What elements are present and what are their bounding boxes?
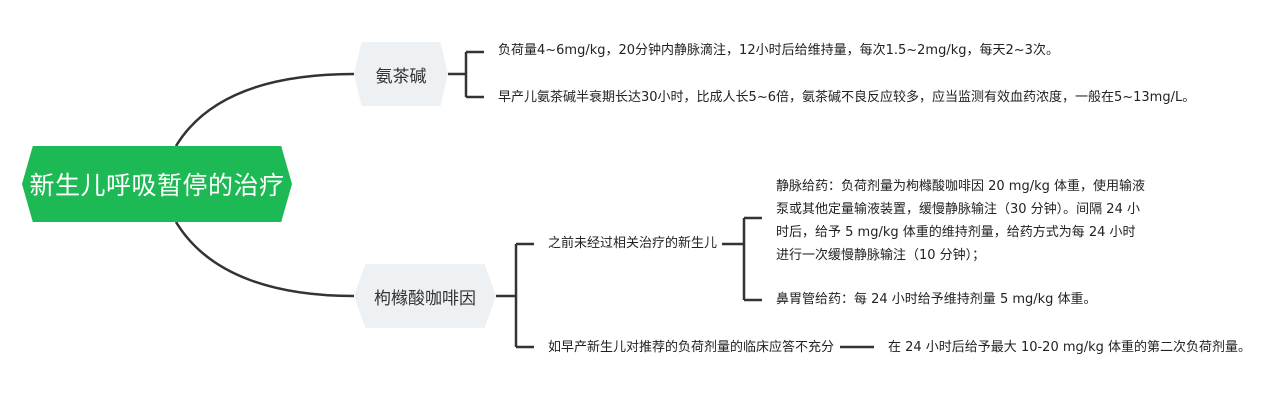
branch-caffeine-citrate[interactable]: 枸橼酸咖啡因	[354, 264, 496, 328]
root-node-label: 新生儿呼吸暂停的治疗	[29, 171, 285, 200]
branch-aminophylline-label: 氨茶碱	[375, 66, 427, 87]
aminophylline-bracket	[448, 50, 484, 99]
subgroup-untreated-label[interactable]: 之前未经过相关治疗的新生儿	[548, 236, 718, 251]
aminophylline-premature-leaf[interactable]: 早产儿氨茶碱半衰期长达30小时，比成人长5~6倍，氨茶碱不良反应较多，应当监测有…	[498, 90, 1196, 105]
root-node[interactable]: 新生儿呼吸暂停的治疗	[22, 146, 292, 222]
second-loading-dose-leaf[interactable]: 在 24 小时后给予最大 10-20 mg/kg 体重的第二次负荷剂量。	[888, 340, 1252, 355]
subgroup-inadequate-response-label[interactable]: 如早产新生儿对推荐的负荷剂量的临床应答不充分	[548, 340, 835, 355]
caffeine-bracket	[496, 242, 534, 349]
aminophylline-dose-leaf[interactable]: 负荷量4~6mg/kg，20分钟内静脉滴注，12小时后给维持量，每次1.5~2m…	[498, 43, 1059, 58]
branch-caffeine-citrate-label: 枸橼酸咖啡因	[374, 288, 476, 309]
nasogastric-administration-leaf[interactable]: 鼻胃管给药：每 24 小时给予维持剂量 5 mg/kg 体重。	[776, 292, 1097, 307]
subgroup1-bracket	[722, 216, 762, 302]
iv-administration-leaf[interactable]: 静脉给药：负荷剂量为枸橼酸咖啡因 20 mg/kg 体重，使用输液泵或其他定量输…	[776, 179, 1146, 263]
branch-aminophylline[interactable]: 氨茶碱	[354, 42, 448, 106]
root-to-caffeine-line	[174, 221, 355, 298]
root-to-aminophylline-line	[174, 72, 355, 147]
